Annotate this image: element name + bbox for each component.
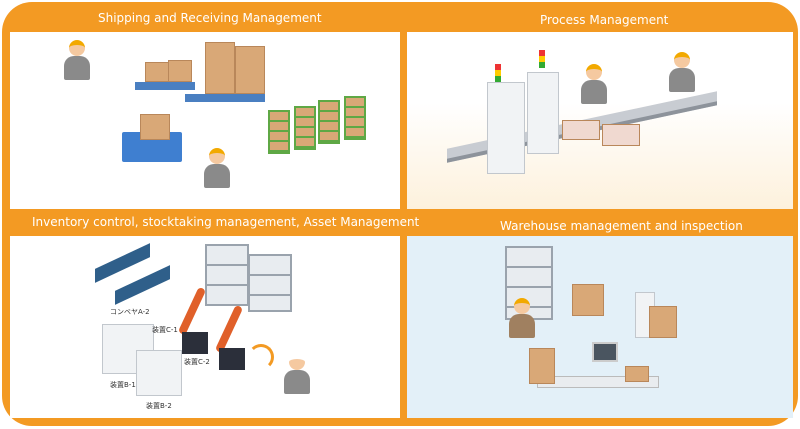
shipping-illustration [10, 32, 400, 209]
process-illustration [407, 32, 793, 209]
box [168, 60, 192, 82]
section-title-inventory: Inventory control, stocktaking managemen… [32, 215, 420, 229]
worker-icon [579, 64, 609, 104]
machine [527, 72, 559, 154]
cart [344, 96, 366, 140]
robot-arm [177, 286, 207, 336]
box [572, 284, 604, 316]
box [529, 348, 555, 384]
box [562, 120, 600, 140]
worker-icon [62, 40, 92, 80]
device-c1-label: 装置C-1 [152, 326, 178, 334]
device-b1-label: 装置B-1 [110, 381, 136, 389]
machine [487, 82, 525, 174]
worker-icon [202, 148, 232, 188]
worker-icon [282, 354, 312, 394]
rfid-wave-icon [248, 344, 274, 370]
cart [268, 110, 290, 154]
box [145, 62, 169, 82]
box [649, 306, 677, 338]
monitor-icon [592, 342, 618, 362]
box [235, 46, 265, 94]
conveyor [115, 265, 170, 305]
robot-base [182, 332, 208, 354]
box [625, 366, 649, 382]
robot-arm [214, 304, 244, 354]
pallet [135, 82, 195, 90]
cart [294, 106, 316, 150]
box [602, 124, 640, 146]
shelf [205, 244, 249, 306]
shelf [248, 254, 292, 312]
box [140, 114, 170, 140]
warehouse-illustration [407, 236, 793, 418]
section-title-warehouse: Warehouse management and inspection [500, 219, 743, 233]
device-b2-label: 装置B-2 [146, 402, 172, 410]
box [205, 42, 235, 94]
signal-light-icon [539, 50, 545, 68]
device-b2 [136, 350, 182, 396]
cart [318, 100, 340, 144]
worker-icon [667, 52, 697, 92]
worker-icon [507, 298, 537, 338]
robot-base [219, 348, 245, 370]
pallet [185, 94, 265, 102]
conveyor-label: コンベヤA-2 [110, 308, 150, 316]
device-c2-label: 装置C-2 [184, 358, 210, 366]
signal-light-icon [495, 64, 501, 82]
conveyor [95, 243, 150, 283]
section-title-shipping: Shipping and Receiving Management [98, 11, 322, 25]
inventory-illustration: コンベヤA-2 装置C-1 装置C-2 装置B-1 装置B-2 [10, 236, 400, 418]
section-title-process: Process Management [540, 13, 669, 27]
